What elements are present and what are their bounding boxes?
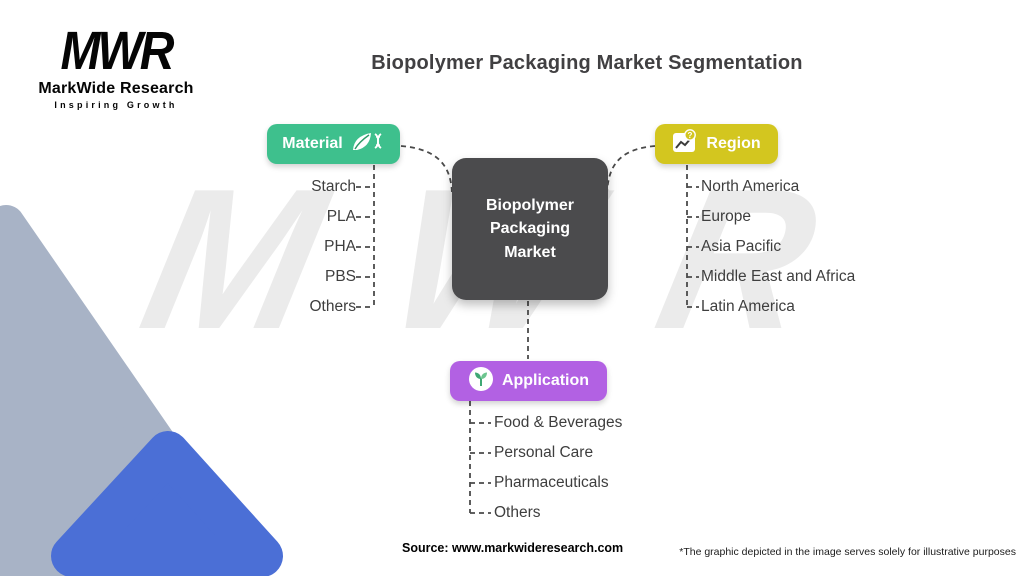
material-item: PLA <box>326 208 356 225</box>
material-label: Material <box>282 135 343 152</box>
material-item: Others <box>309 298 356 315</box>
logo-name: MarkWide Research <box>38 80 194 97</box>
region-item: North America <box>701 178 800 195</box>
disclaimer-text: *The graphic depicted in the image serve… <box>679 546 1016 558</box>
material-item-list: Starch PLA PHA PBS Others <box>170 172 356 322</box>
logo-mark: MWR <box>60 21 175 82</box>
source-text: Source: www.markwideresearch.com <box>402 541 624 555</box>
node-region: ? Region <box>655 124 778 164</box>
node-application: Application <box>450 361 607 401</box>
node-material: Material <box>267 124 400 164</box>
material-item: PHA <box>324 238 356 255</box>
leaf-dna-icon <box>351 130 385 159</box>
logo: MWR MarkWide Research Inspiring Growth <box>36 21 196 110</box>
region-label: Region <box>706 135 761 152</box>
logo-tagline: Inspiring Growth <box>54 100 178 110</box>
node-center-market: Biopolymer Packaging Market <box>452 158 608 300</box>
page-title: Biopolymer Packaging Market Segmentation <box>371 52 803 74</box>
application-label: Application <box>501 372 590 389</box>
svg-text:?: ? <box>688 131 693 140</box>
application-item: Food & Beverages <box>494 414 623 431</box>
region-item: Latin America <box>701 298 795 315</box>
connector-material-center <box>400 145 453 197</box>
plant-sprout-icon <box>468 366 494 397</box>
application-item: Personal Care <box>494 444 594 461</box>
application-item: Others <box>494 504 541 521</box>
region-item-list: North America Europe Asia Pacific Middle… <box>701 172 941 322</box>
chart-question-icon: ? <box>672 128 698 160</box>
region-item: Asia Pacific <box>701 238 782 255</box>
material-item: PBS <box>324 268 356 285</box>
corner-shape-blue <box>51 431 283 576</box>
center-market-label: Biopolymer Packaging Market <box>485 197 574 261</box>
application-item-list: Food & Beverages Personal Care Pharmaceu… <box>494 408 724 528</box>
material-item: Starch <box>311 178 356 195</box>
region-item: Europe <box>701 208 751 225</box>
application-item: Pharmaceuticals <box>494 474 609 491</box>
connector-region-center <box>606 145 656 195</box>
region-item: Middle East and Africa <box>701 268 856 285</box>
